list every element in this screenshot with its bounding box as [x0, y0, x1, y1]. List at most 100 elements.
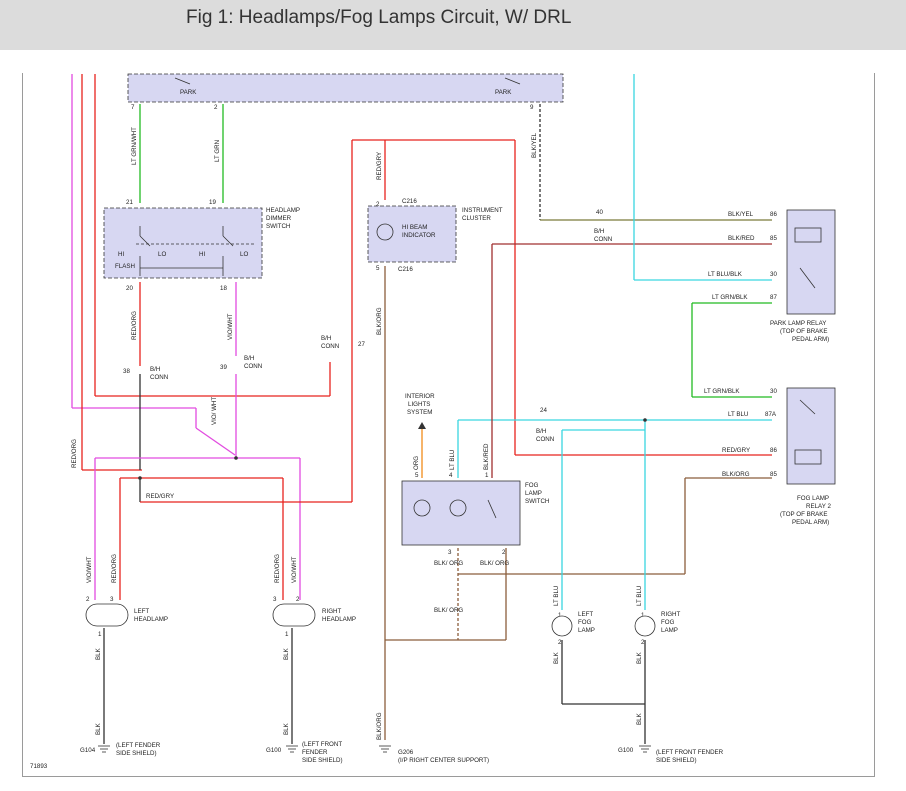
g100b-label: G100	[618, 747, 634, 754]
blk-org-cluster-label: BLK/ORG	[376, 307, 383, 335]
blk-org-switch-1: BLK/ ORG	[434, 560, 463, 567]
vio-wht-label-1: VIO/WHT	[227, 313, 234, 340]
blk-org-switch-2: BLK/ ORG	[480, 560, 509, 567]
fog-relay-pin-30: 30	[770, 388, 777, 395]
conn-27-bh: B/H	[321, 335, 331, 342]
vio-wht-left-label: VIO/WHT	[86, 556, 93, 583]
pin-2-label: 2	[214, 104, 218, 111]
blk-org-g206-label: BLK/ORG	[376, 712, 383, 740]
blk-right-fog-ground-label: BLK	[636, 712, 643, 725]
fog-switch-pin-5: 5	[415, 472, 419, 479]
fog-switch-pin-4: 4	[449, 472, 453, 479]
lt-grn-blk-bottom-label: LT GRN/BLK	[704, 388, 740, 395]
g104-desc-2: SIDE SHIELD)	[116, 750, 157, 757]
right-fog-label-2: FOG	[661, 619, 675, 626]
blk-red-relay-label: BLK/RED	[728, 235, 755, 242]
vio-wht-short-label: VIO/ WHT	[211, 397, 218, 425]
lt-grn-wht-label: LT GRN/WHT	[131, 127, 138, 165]
g104-desc-1: (LEFT FENDER	[116, 742, 161, 749]
fog-switch-label-1: FOG	[525, 482, 539, 489]
right-fog-pin-2: 2	[641, 639, 645, 646]
lt-blu-switch-label: LT BLU	[449, 450, 456, 470]
blk-right-fog-label: BLK	[636, 651, 643, 664]
fog-relay-pin-86: 86	[770, 447, 777, 454]
dimmer-feed-wires: LT GRN/WHT LT GRN	[131, 104, 224, 203]
diagram-frame	[22, 73, 875, 777]
left-fog-pin-2: 2	[558, 639, 562, 646]
left-hl-pin-1: 1	[98, 631, 102, 638]
pin-7-label: 7	[131, 104, 135, 111]
conn-38-conn: CONN	[150, 374, 168, 381]
left-fog-label-1: LEFT	[578, 611, 593, 618]
fog-switch-label-3: SWITCH	[525, 498, 549, 505]
dimmer-lo-1: LO	[158, 251, 166, 258]
red-gry-vertical-label: RED/GRY	[376, 152, 383, 180]
left-fog-label-2: FOG	[578, 619, 592, 626]
page-title: Fig 1: Headlamps/Fog Lamps Circuit, W/ D…	[186, 7, 572, 28]
dimmer-pin-18: 18	[220, 285, 227, 292]
fog-relay-label-3: (TOP OF BRAKE	[780, 511, 828, 518]
lt-grn-blk-top-label: LT GRN/BLK	[712, 294, 748, 301]
park-relay-label-1: PARK LAMP RELAY	[770, 320, 826, 327]
right-fog-lamp: 1 2 RIGHT FOG LAMP BLK BLK	[634, 611, 680, 744]
pin-9-label: 9	[530, 104, 534, 111]
ground-g100a-icon	[286, 745, 298, 753]
figure-id: 71893	[30, 763, 48, 770]
blk-red-switch-label: BLK/RED	[483, 443, 490, 470]
red-gry-relay-label: RED/GRY	[722, 447, 750, 454]
dimmer-pin-20: 20	[126, 285, 133, 292]
interior-label-2: LIGHTS	[408, 401, 430, 408]
org-label: ORG	[413, 456, 420, 470]
right-hl-pin-1: 1	[285, 631, 289, 638]
fog-switch-pin-3: 3	[448, 549, 452, 556]
conn-40-pin: 40	[596, 209, 603, 216]
g100a-label: G100	[266, 747, 282, 754]
right-hl-label-1: RIGHT	[322, 608, 341, 615]
blk-org-relay-label: BLK/ORG	[722, 471, 750, 478]
right-hl-label-2: HEADLAMP	[322, 616, 356, 623]
park-relay-label-3: PEDAL ARM)	[792, 336, 829, 343]
g100a-desc-2: FENDER	[302, 749, 328, 756]
left-headlamp: 2 3 1 LEFT HEADLAMP BLK BLK	[85, 596, 168, 744]
conn-24-bh: B/H	[536, 428, 546, 435]
fog-switch-label-2: LAMP	[525, 490, 542, 497]
right-headlamp: 3 2 1 RIGHT HEADLAMP BLK BLK	[272, 596, 356, 744]
park-lamp-relay: BLK/YEL 40 B/H CONN BLK/YEL BLK/RED LT B…	[531, 74, 836, 398]
left-hl-pin-2: 2	[86, 596, 90, 603]
conn-27-pin: 27	[358, 341, 365, 348]
park-relay-label-2: (TOP OF BRAKE	[780, 328, 828, 335]
conn-40-conn: CONN	[594, 236, 612, 243]
fog-lamp-switch: INTERIOR LIGHTS SYSTEM ORG LT BLU BLK/RE…	[385, 243, 772, 641]
conn-39-conn: CONN	[244, 363, 262, 370]
cluster-c216-bottom: C216	[398, 266, 413, 273]
headlamp-dimmer-switch: 21 19 HEADLAMP DIMMER SWITCH HI LO HI LO…	[103, 199, 300, 292]
park-relay-pin-86: 86	[770, 211, 777, 218]
blk-right-hl-ground-label: BLK	[283, 722, 290, 735]
fog-relay-pin-85: 85	[770, 471, 777, 478]
fog-relay-label-4: PEDAL ARM)	[792, 519, 829, 526]
hi-beam-label-2: INDICATOR	[402, 232, 436, 239]
headlamp-distribution: RED/GRY VIO/WHT RED/ORG RED/ORG VIO/WHT	[86, 456, 352, 600]
cluster-label-1: INSTRUMENT	[462, 207, 503, 214]
blk-left-hl-label: BLK	[95, 647, 102, 660]
park-relay-pin-87: 87	[770, 294, 777, 301]
left-hl-label-1: LEFT	[134, 608, 149, 615]
blk-yel-vertical-label: BLK/YEL	[531, 132, 538, 158]
fog-switch-pin-1: 1	[485, 472, 489, 479]
lt-blu-relay-label: LT BLU	[728, 411, 748, 418]
left-fog-label-3: LAMP	[578, 627, 595, 634]
lt-grn-label: LT GRN	[214, 140, 221, 162]
left-fog-lamp: 1 2 LEFT FOG LAMP BLK	[551, 611, 645, 705]
left-fog-pin-1: 1	[558, 612, 562, 619]
red-org-left-label: RED/ORG	[111, 554, 118, 583]
conn-24-conn: CONN	[536, 436, 554, 443]
ground-g206-icon	[379, 745, 391, 753]
lt-blu-blk-label: LT BLU/BLK	[708, 271, 743, 278]
cluster-pin-5: 5	[376, 265, 380, 272]
conn-38-bh: B/H	[150, 366, 160, 373]
conn-24-pin: 24	[540, 407, 547, 414]
g100b-desc-1: (LEFT FRONT FENDER	[656, 749, 724, 756]
interior-label-3: SYSTEM	[407, 409, 432, 416]
conn-38-pin: 38	[123, 368, 130, 375]
